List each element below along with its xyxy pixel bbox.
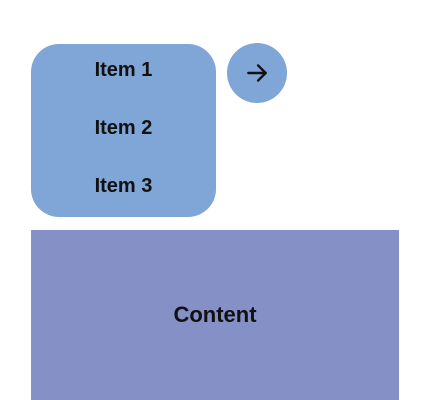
arrow-right-icon	[244, 60, 270, 86]
menu-item-1[interactable]: Item 1	[94, 59, 153, 81]
menu-item-3[interactable]: Item 3	[94, 175, 153, 197]
content-panel: Content	[31, 230, 399, 400]
arrow-button[interactable]	[227, 43, 287, 103]
menu-item-2[interactable]: Item 2	[94, 117, 153, 139]
content-label: Content	[173, 302, 257, 327]
dropdown-menu: Item 1 Item 2 Item 3	[31, 44, 216, 217]
